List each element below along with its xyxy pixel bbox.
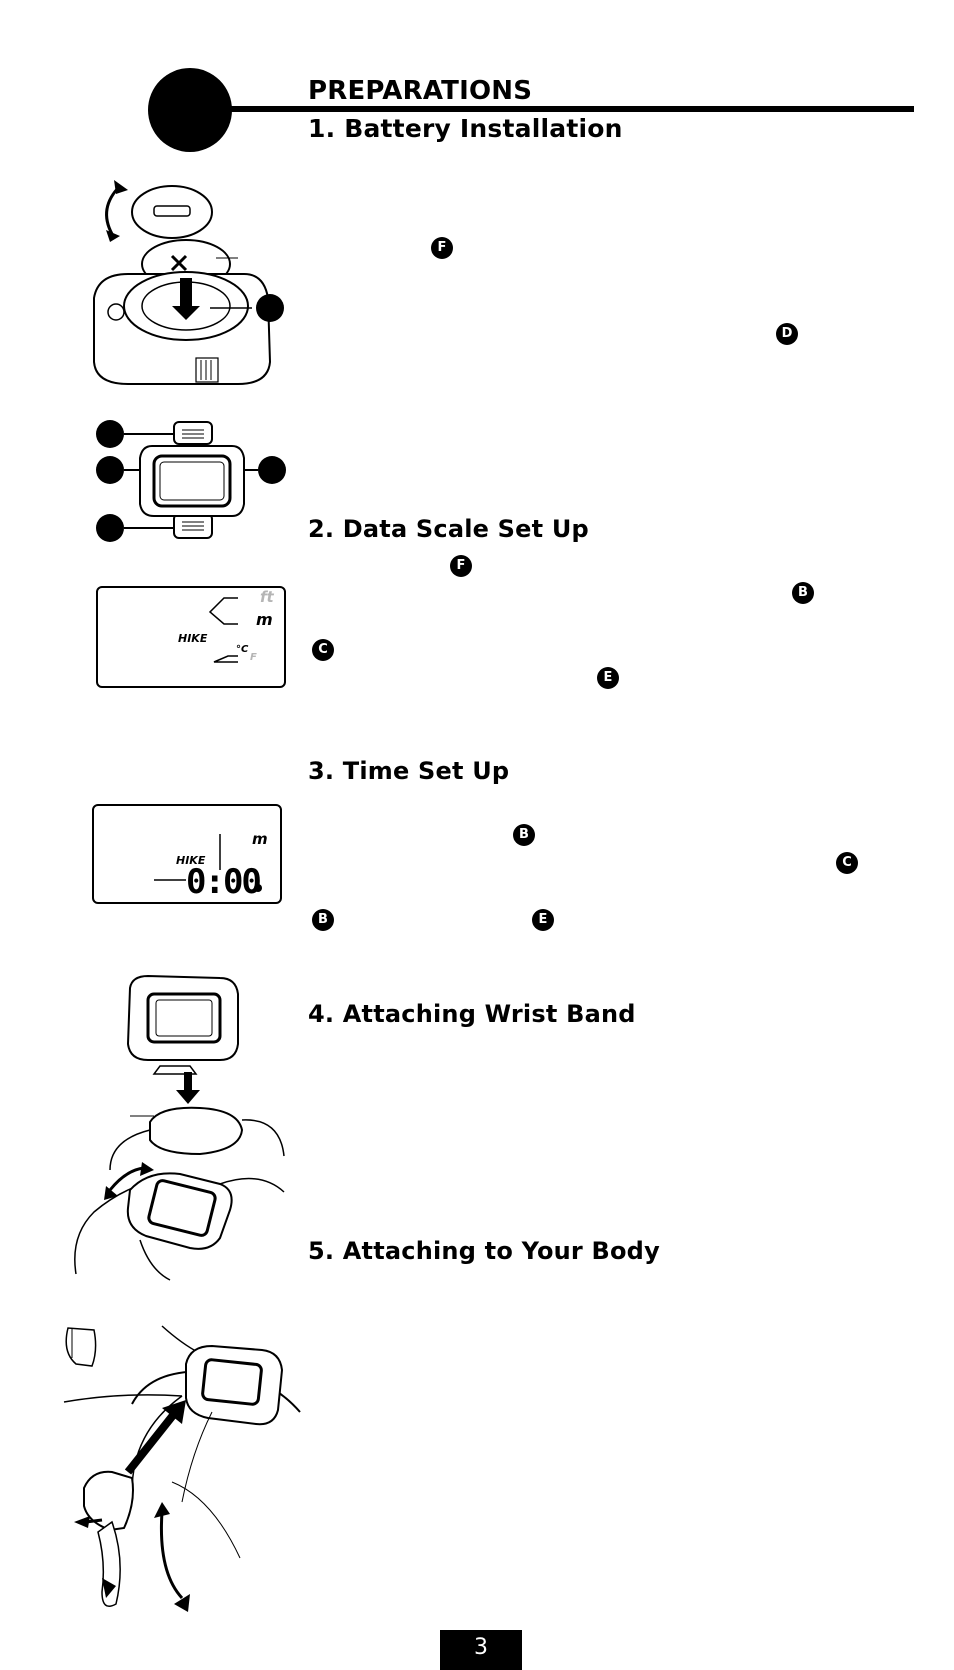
header-rule (190, 106, 914, 112)
badge-f: F (431, 237, 453, 259)
mode-label: HIKE (176, 854, 206, 867)
step-2-heading: 2. Data Scale Set Up (308, 515, 589, 543)
wrist-band-illustration (70, 970, 300, 1290)
lcd-time-display: m HIKE 0:00 (92, 804, 282, 904)
battery-installation-illustration (88, 178, 302, 398)
unit-m-label: m (256, 610, 273, 629)
unit-fahrenheit-label: F (250, 652, 257, 663)
unit-m-label: m (252, 830, 268, 848)
time-digits: 0:00 (186, 862, 262, 902)
step-4-heading: 4. Attaching Wrist Band (308, 1000, 636, 1028)
step-5-heading: 5. Attaching to Your Body (308, 1237, 660, 1265)
badge-e: E (532, 909, 554, 931)
step-3-heading: 3. Time Set Up (308, 757, 510, 785)
unit-ft-label: ft (260, 588, 274, 606)
section-title: PREPARATIONS (308, 76, 533, 106)
attach-to-body-illustration (62, 1322, 302, 1618)
badge-b: B (792, 582, 814, 604)
button-layout-illustration (92, 418, 288, 548)
badge-b: B (513, 824, 535, 846)
unit-celsius-label: °C (236, 644, 249, 655)
badge-d: D (776, 323, 798, 345)
badge-f: F (450, 555, 472, 577)
badge-b: B (312, 909, 334, 931)
badge-e: E (597, 667, 619, 689)
mode-label: HIKE (178, 632, 208, 645)
badge-c: C (836, 852, 858, 874)
step-1-heading: 1. Battery Installation (308, 114, 623, 143)
page-number: 3 (440, 1630, 522, 1670)
lcd-units-display: ft m HIKE °C F (96, 586, 286, 688)
badge-c: C (312, 639, 334, 661)
